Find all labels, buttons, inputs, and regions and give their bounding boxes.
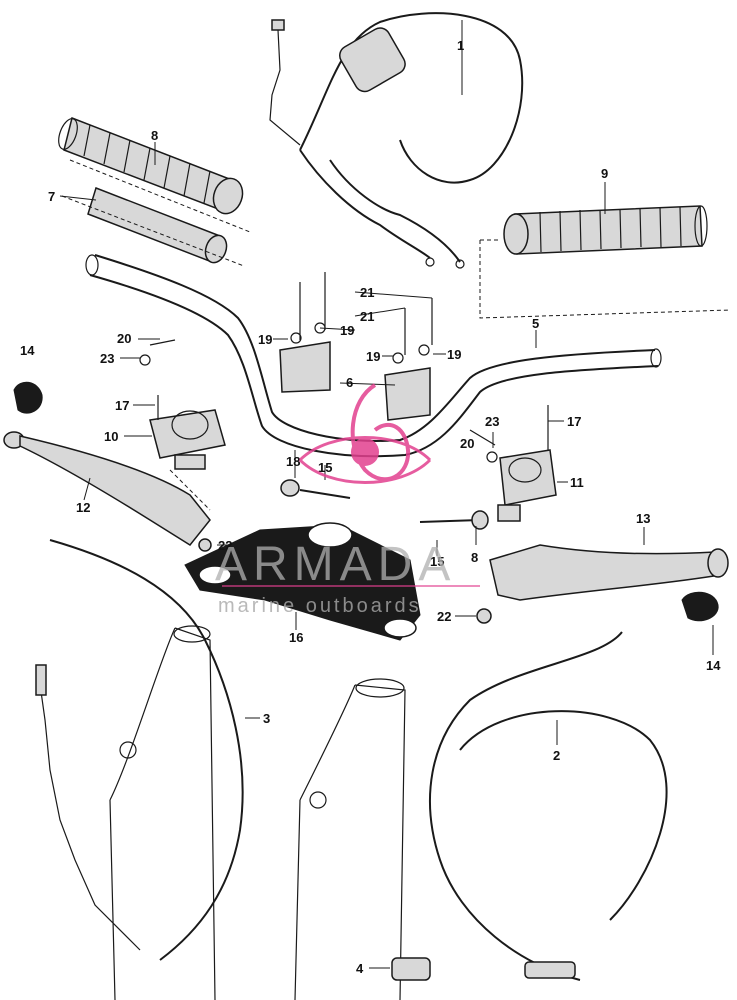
callout-15-upper: 15 (318, 460, 332, 475)
callout-17-left: 17 (115, 398, 129, 413)
lever-cover-part-14-left (13, 381, 43, 414)
callout-9: 9 (601, 166, 608, 181)
callout-6: 6 (346, 375, 353, 390)
throttle-tube-part-7 (61, 159, 251, 267)
callout-8-collar: 8 (471, 550, 478, 565)
callout-8-grip: 8 (151, 128, 158, 143)
callout-19-left: 19 (258, 332, 272, 347)
leader-lines (59, 20, 714, 969)
watermark-logo (298, 383, 432, 484)
callout-23-right: 23 (485, 414, 499, 429)
callout-19-right-a: 19 (366, 349, 380, 364)
callout-4: 4 (356, 961, 364, 976)
callout-7: 7 (48, 189, 55, 204)
callout-21-upper: 21 (360, 285, 374, 300)
cable-guide-part-4 (391, 957, 431, 981)
callout-20-left: 20 (117, 331, 131, 346)
callout-15-lower: 15 (430, 554, 444, 569)
watermark-brand: ARMADA (215, 538, 456, 591)
callout-14-right: 14 (706, 658, 721, 673)
callout-23-left: 23 (100, 351, 114, 366)
throttle-cable-part-1 (269, 12, 524, 269)
callout-13: 13 (636, 511, 650, 526)
callout-17-right: 17 (567, 414, 581, 429)
callout-19-right-b: 19 (447, 347, 461, 362)
left-grip-part-8 (58, 116, 244, 215)
watermark-tagline: marine outboards (218, 595, 422, 617)
brake-lever-part-13 (489, 544, 729, 601)
callout-10: 10 (104, 429, 118, 444)
callout-22-right: 22 (437, 609, 451, 624)
callout-19-center: 19 (340, 323, 354, 338)
right-lever-holder-part-11 (469, 405, 557, 522)
brake-cable-part-2 (429, 631, 668, 981)
handlebar-upper-holders-part-6 (279, 272, 433, 421)
callout-14-left: 14 (20, 343, 35, 358)
right-grip-part-9 (503, 205, 708, 255)
lever-cover-part-14-right (681, 591, 719, 622)
watermark: ARMADA marine outboards (215, 383, 480, 617)
callout-22-left: 22 (218, 538, 232, 553)
callout-3: 3 (263, 711, 270, 726)
callout-20-right: 20 (460, 436, 474, 451)
callout-11: 11 (570, 475, 584, 490)
callout-1: 1 (457, 38, 464, 53)
handlebar-part-5 (85, 239, 731, 458)
callout-2: 2 (553, 748, 560, 763)
callout-18: 18 (286, 454, 300, 469)
callout-12: 12 (76, 500, 90, 515)
callout-21-lower: 21 (360, 309, 374, 324)
pivot-bolts-part-15 (198, 479, 492, 624)
fork-tubes (109, 625, 406, 1000)
callout-numbers: 1 8 7 9 5 6 21 21 19 19 19 19 20 23 17 1… (20, 38, 721, 976)
clutch-cable-part-3 (35, 539, 244, 961)
clutch-lever-part-12 (3, 431, 211, 546)
callout-16: 16 (289, 630, 303, 645)
fork-top-bridge-part-16 (184, 522, 421, 641)
left-lever-holder-part-10 (139, 339, 226, 470)
callout-5: 5 (532, 316, 539, 331)
